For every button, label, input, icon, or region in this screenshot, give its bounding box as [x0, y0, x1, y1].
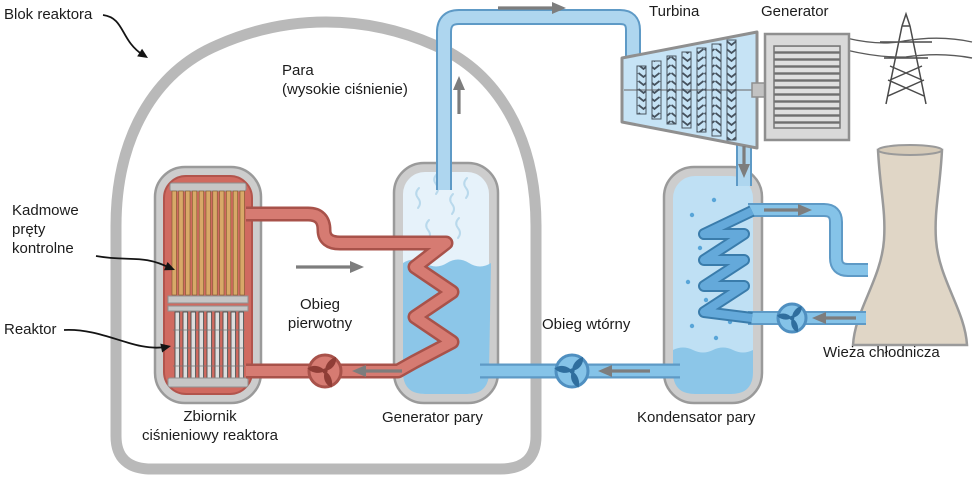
cooling-supply-pipe: [748, 203, 868, 277]
label-zbiornik: Zbiornik ciśnieniowy reaktora: [142, 408, 278, 445]
power-lines: [845, 37, 973, 59]
flow-arrow-cooling-supply: [764, 204, 812, 216]
control-rods: [173, 311, 245, 381]
flow-arrow-primary-hot: [296, 261, 364, 273]
steam-pipe: [436, 9, 641, 190]
pointer-arrow-kadmowe: [95, 255, 175, 271]
label-kondensator-pary: Kondensator pary: [637, 409, 756, 426]
flow-arrow-exhaust-down: [738, 146, 750, 178]
turbine-blade-rows: [636, 39, 737, 141]
flow-arrow-cooling-return: [812, 312, 856, 324]
label-reaktor: Reaktor: [4, 321, 57, 338]
label-blok-reaktora: Blok reaktora: [4, 6, 93, 23]
primary-loop-pipe: [246, 206, 460, 379]
label-para: Para (wysokie ciśnienie): [282, 62, 408, 99]
reactor-pressure-vessel: [153, 165, 263, 405]
cooling-water-pump: [776, 302, 808, 334]
label-kadmowe-prety: Kadmowe pręty kontrolne: [12, 202, 79, 258]
secondary-pump: [554, 353, 590, 389]
label-generator: Generator: [761, 3, 829, 20]
electric-generator: [763, 32, 851, 142]
flow-arrow-feedwater-left: [598, 365, 650, 377]
transmission-pylon: [880, 11, 932, 105]
condenser-coil: [698, 205, 755, 324]
flow-arrow-steam-right: [498, 2, 566, 14]
label-generator-pary: Generator pary: [382, 409, 483, 426]
flow-arrow-steam-up: [453, 76, 465, 114]
pointer-arrow-reaktor: [63, 329, 171, 353]
primary-coolant-pump: [307, 353, 343, 389]
label-obieg-wtorny: Obieg wtórny: [542, 316, 631, 333]
containment-outline: [110, 16, 542, 475]
label-wieza-chlodnicza: Wieża chłodnicza: [823, 344, 940, 361]
cooling-tower: [851, 144, 969, 347]
flow-arrow-primary-return: [352, 365, 402, 377]
label-turbina: Turbina: [649, 3, 700, 20]
label-obieg-pierwotny: Obieg pierwotny: [287, 296, 353, 333]
pointer-arrow-blok-reaktora: [102, 14, 148, 58]
steam-turbine: [620, 30, 775, 150]
generator-windings: [773, 45, 841, 129]
fuel-rods: [171, 190, 245, 296]
